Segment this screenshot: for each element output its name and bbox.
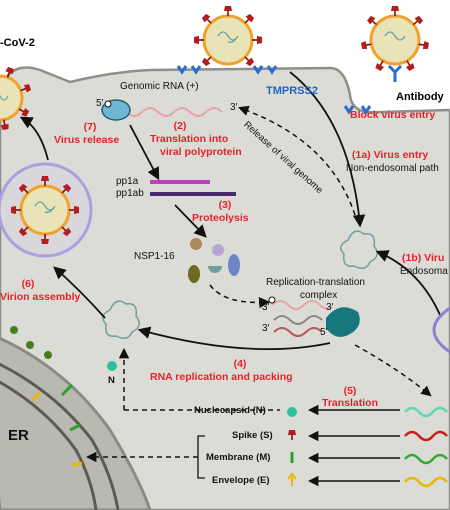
step3-label: Proteolysis xyxy=(192,212,249,224)
step5-label: Translation xyxy=(322,397,379,409)
three-prime-4: 3' xyxy=(262,323,270,334)
step7-label: Virus release xyxy=(54,134,120,146)
translation-dashed-arrow xyxy=(354,344,432,397)
step4-num: (4) xyxy=(233,358,247,370)
er-label: ER xyxy=(8,427,29,444)
nsp-arrow xyxy=(209,284,271,309)
envelope-label: Envelope (E) xyxy=(212,475,270,486)
n-protein-dot xyxy=(107,361,117,371)
endoplasmic-reticulum xyxy=(0,326,152,510)
receptors xyxy=(176,65,278,75)
pp1ab-label: pp1ab xyxy=(116,188,144,199)
rtc-label-b: complex xyxy=(300,290,338,301)
replication-complex xyxy=(268,296,360,337)
envelope-icon xyxy=(287,472,297,486)
rtc-label-a: Replication-translation xyxy=(266,277,365,288)
release-arrow xyxy=(19,116,49,161)
step6-label: Virion assembly xyxy=(0,291,81,303)
nucleocapsid-icon xyxy=(287,407,297,417)
step5-num: (5) xyxy=(343,385,357,397)
step3-num: (3) xyxy=(218,199,232,211)
spike-icon xyxy=(288,430,296,440)
step6-num: (6) xyxy=(21,278,35,290)
nsp-proteins xyxy=(188,238,240,283)
nucleocapsid-label: Nuclecapsid (N) xyxy=(194,405,266,416)
nsp-label: NSP1-16 xyxy=(134,251,175,262)
virus-entry-arrow xyxy=(289,71,366,228)
step1a-label: (1a) Virus entry xyxy=(352,149,429,161)
entering-virus xyxy=(193,5,263,68)
pp1a-label: pp1a xyxy=(116,176,139,187)
step1b-label: (1b) Viru xyxy=(402,252,445,264)
proteolysis-arrow xyxy=(174,204,207,238)
genomic-rna xyxy=(101,99,223,121)
block-virus-entry-label: Block virus entry xyxy=(350,109,436,121)
translation-arrow xyxy=(129,124,160,181)
membrane-label: Membrane (M) xyxy=(206,452,271,463)
virus-name-label: -CoV-2 xyxy=(0,37,35,49)
antibody-label: Antibody xyxy=(396,91,444,103)
three-prime-3: 3' xyxy=(326,302,334,313)
three-prime-2: 3' xyxy=(262,302,270,313)
five-prime-2: 5' xyxy=(320,327,328,338)
step2-num: (2) xyxy=(173,120,187,132)
uncoated-genome xyxy=(340,230,378,269)
step4-label: RNA replication and packing xyxy=(150,371,293,383)
released-virus xyxy=(0,65,33,132)
antibody-icon xyxy=(343,64,403,115)
step1a-sub: Non-endosomal path xyxy=(346,163,439,174)
antibody-virus xyxy=(360,5,430,73)
n-label: N xyxy=(108,375,115,386)
assembly-arrow xyxy=(53,266,106,319)
progeny-genome xyxy=(102,300,140,339)
spike-label: Spike (S) xyxy=(232,430,273,441)
assembly-vesicle xyxy=(0,162,93,258)
tmprss2-label: TMPRSS2 xyxy=(266,85,318,97)
endosome xyxy=(432,306,450,354)
step2-label-b: viral polyprotein xyxy=(160,146,242,158)
subgenomic-rnas xyxy=(404,406,448,488)
replication-arrow xyxy=(137,326,331,351)
genomic-rna-label: Genomic RNA (+) xyxy=(120,81,199,92)
step7-num: (7) xyxy=(83,121,97,133)
endosome-arrow xyxy=(375,250,441,316)
five-prime-1: 5' xyxy=(96,98,104,109)
step2-label-a: Translation into xyxy=(150,133,229,145)
three-prime-1: 3' xyxy=(230,102,238,113)
step1b-sub: Endosoma xyxy=(400,266,448,277)
